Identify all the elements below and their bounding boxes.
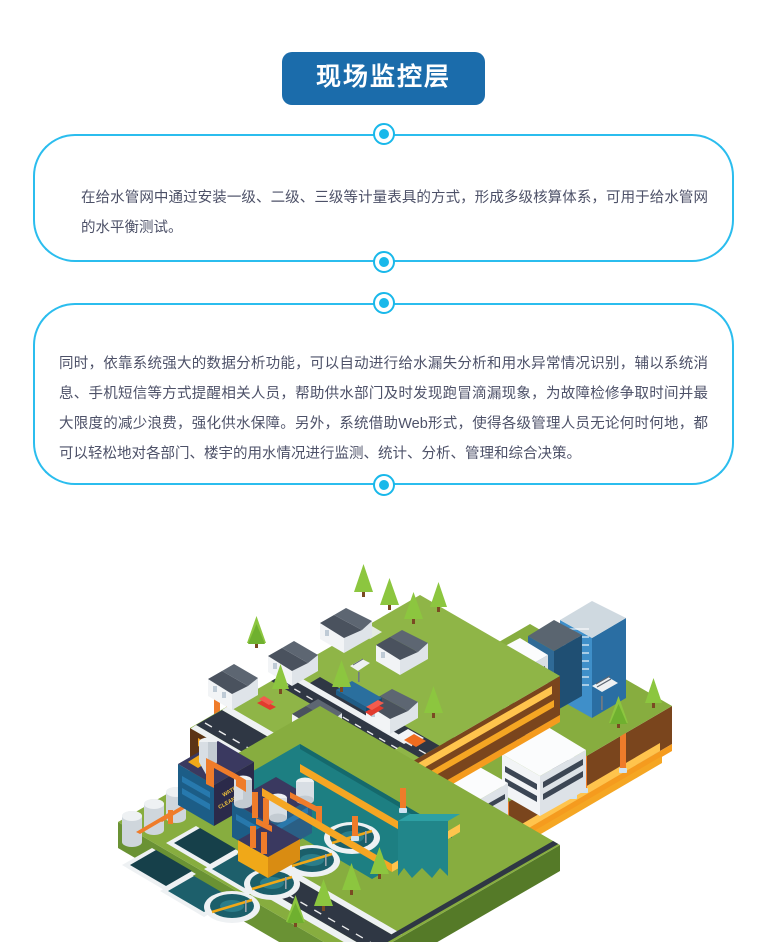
panel-analysis-text: 同时，依靠系统强大的数据分析功能，可以自动进行给水漏失分析和用水异常情况识别，辅…	[59, 355, 708, 462]
plant-annex-yellow	[238, 822, 300, 878]
waterworks-block: WATER CLEANING	[118, 706, 560, 942]
vehicles	[257, 681, 426, 747]
billboard-sign	[592, 675, 618, 710]
page-title-container: 现场监控层	[0, 52, 767, 105]
connector-node-3	[372, 292, 395, 314]
content-panel-analysis: 同时，依靠系统强大的数据分析功能，可以自动进行给水漏失分析和用水异常情况识别，辅…	[33, 292, 734, 496]
clarifier-basins	[204, 822, 380, 923]
connector-node-4	[372, 474, 395, 496]
connector-node-2	[372, 251, 395, 273]
city-waterworks-diagram: WATER CLEANING	[118, 564, 672, 942]
waterfall-outflow	[398, 814, 460, 878]
settling-basins	[122, 826, 278, 917]
trees-front	[286, 847, 389, 927]
road-sign	[350, 658, 370, 682]
trees-suburb	[247, 564, 447, 718]
connector-node-1	[372, 123, 395, 145]
page-title-badge: 现场监控层	[281, 52, 485, 105]
panel-metering-text: 在给水管网中通过安装一级、二级、三级等计量表具的方式，形成多级核算体系，可用于给…	[81, 189, 708, 236]
red-car	[257, 696, 276, 710]
isometric-city-illustration: 等轴测城市供水管网示意图	[0, 496, 767, 942]
tanker-truck	[336, 681, 384, 716]
content-panel-metering: 在给水管网中通过安装一级、二级、三级等计量表具的方式，形成多级核算体系，可用于给…	[33, 123, 734, 273]
orange-truck	[396, 729, 426, 747]
trees-downtown	[609, 678, 662, 728]
